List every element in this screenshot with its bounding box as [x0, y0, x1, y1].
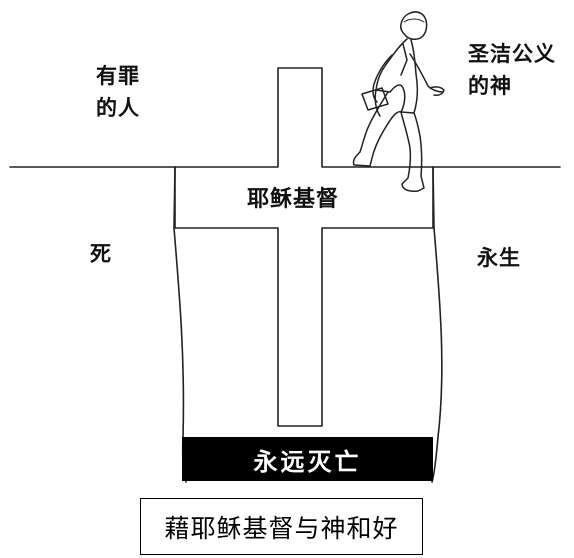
- holy-god-line-2: 的神: [468, 74, 512, 98]
- walking-man-figure: [352, 11, 445, 192]
- man-back-arm: [372, 54, 393, 103]
- sinful-people-line-2: 的人: [96, 96, 140, 120]
- jesus-christ-bridge-label: 耶稣基督: [247, 187, 340, 212]
- caption-box: 藉耶稣基督与神和好: [140, 498, 423, 555]
- eternal-destruction-label: 永远灭亡: [253, 447, 362, 476]
- eternal-destruction-box: 永远灭亡: [182, 437, 433, 481]
- man-back-leg: [352, 91, 402, 167]
- sinful-people-label: 有罪 的人: [96, 60, 140, 124]
- eternal-life-label: 永生: [477, 246, 521, 270]
- cross-shape: [174, 67, 434, 427]
- man-head: [400, 11, 428, 40]
- sinful-people-line-1: 有罪: [96, 64, 140, 88]
- holy-god-line-1: 圣洁公义: [468, 42, 556, 66]
- holy-god-label: 圣洁公义 的神: [468, 38, 556, 102]
- man-front-leg: [400, 111, 425, 192]
- death-label: 死: [90, 242, 112, 266]
- caption-text: 藉耶稣基督与神和好: [164, 513, 399, 543]
- man-front-arm: [409, 53, 444, 93]
- man-torso: [375, 38, 419, 114]
- right-cliff-wall: [431, 166, 443, 483]
